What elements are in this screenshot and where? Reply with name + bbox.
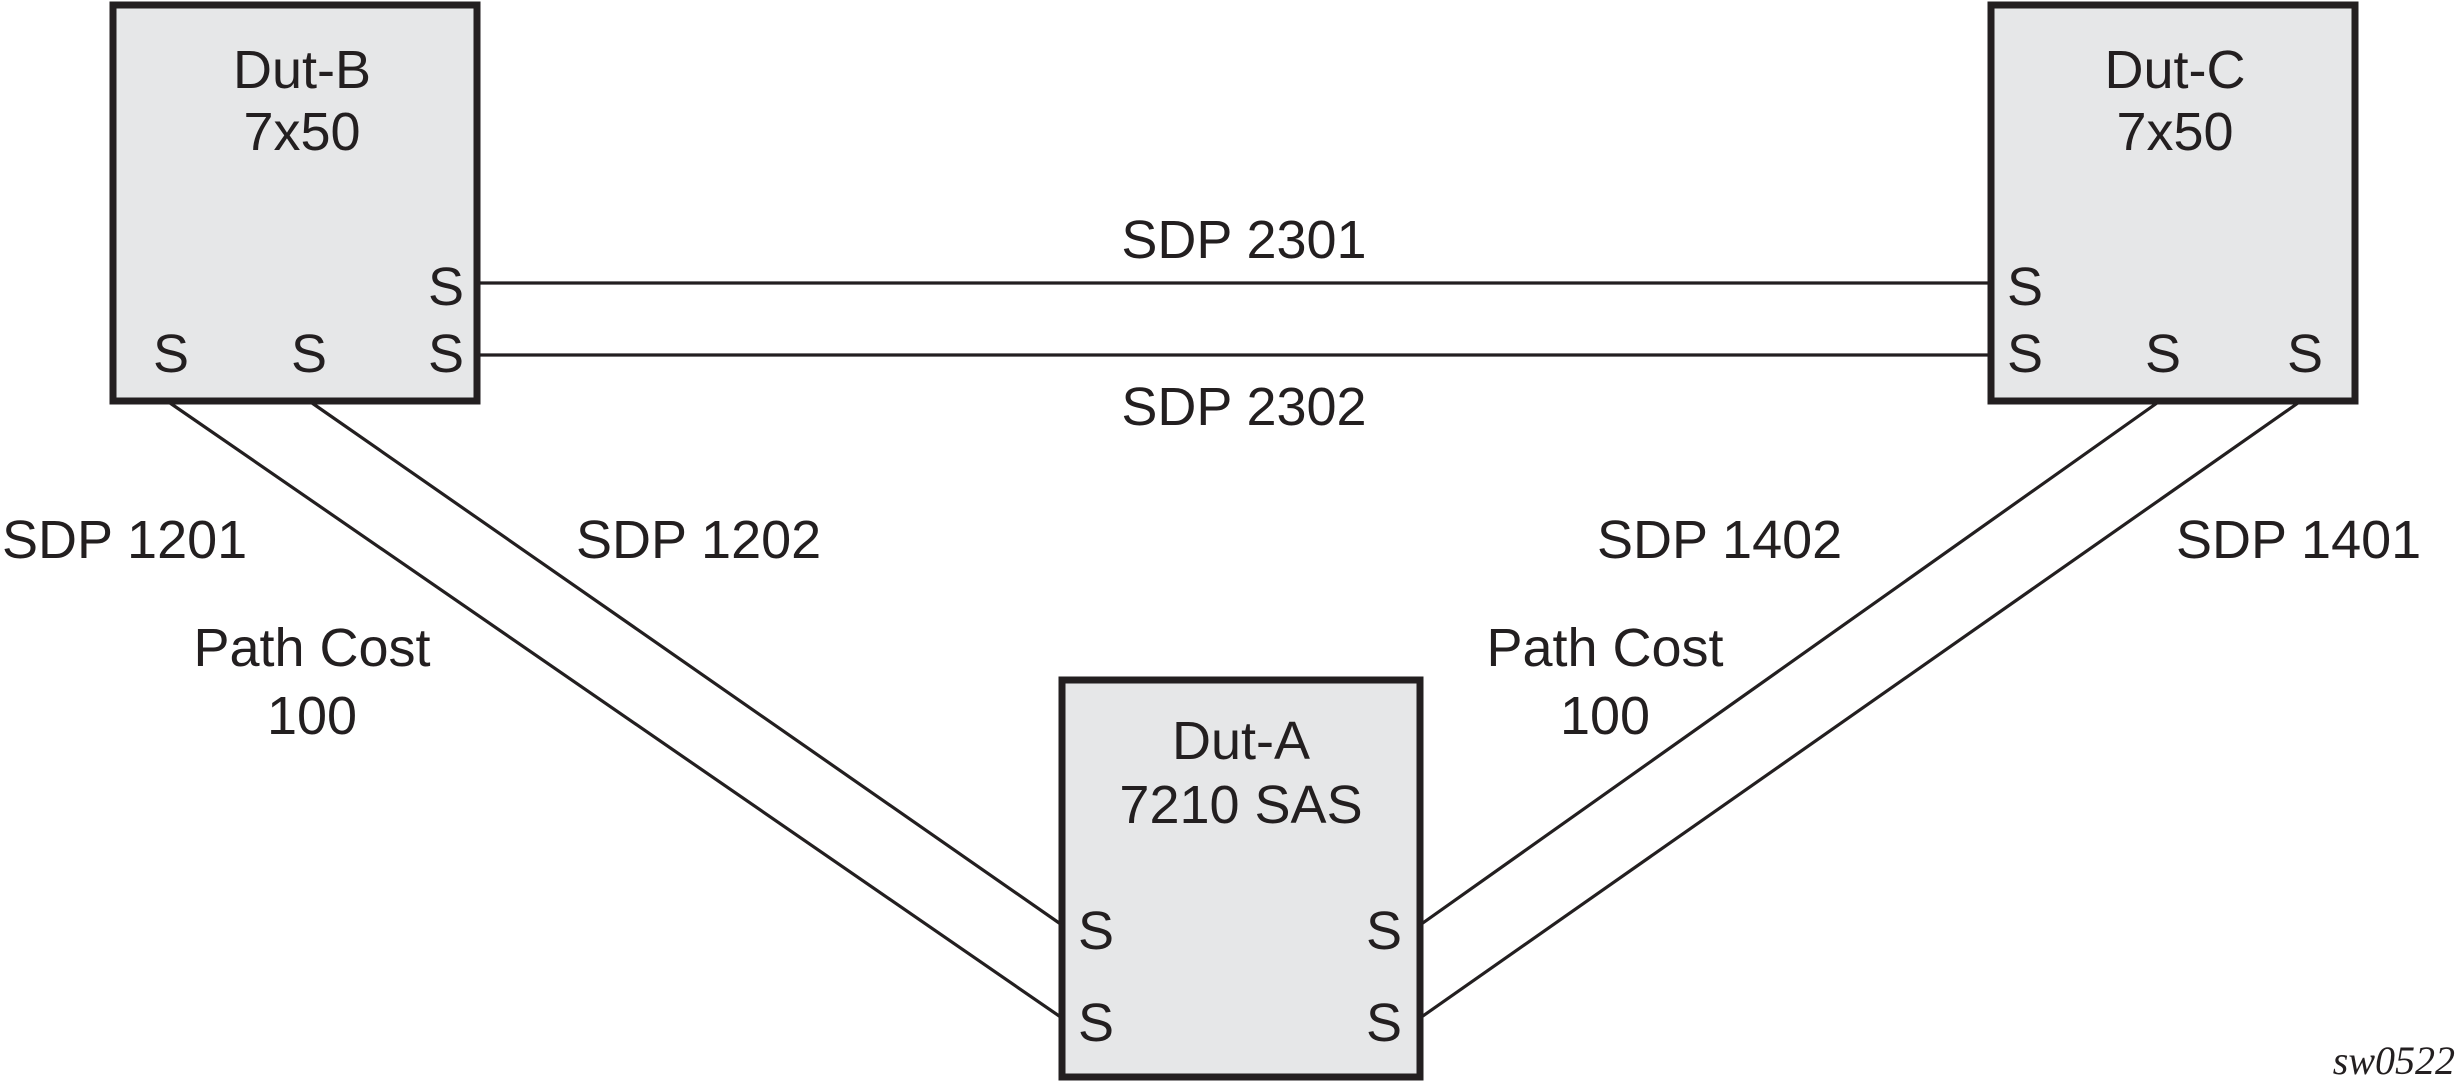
path-cost-right-value: 100 bbox=[1560, 686, 1650, 746]
label-sdp-2302: SDP 2302 bbox=[1121, 377, 1366, 437]
link-sdp-1202 bbox=[311, 401, 1063, 927]
link-sdp-1401 bbox=[1419, 401, 2299, 1020]
path-cost-left-value: 100 bbox=[267, 686, 357, 746]
label-sdp-1202: SDP 1202 bbox=[576, 510, 821, 570]
port-s: S bbox=[1078, 901, 1114, 961]
label-sdp-2301: SDP 2301 bbox=[1121, 210, 1366, 270]
port-s: S bbox=[2007, 257, 2043, 317]
label-sdp-1401: SDP 1401 bbox=[2176, 510, 2421, 570]
port-s: S bbox=[2007, 324, 2043, 384]
path-cost-left-label: Path Cost bbox=[193, 618, 430, 678]
node-dut-c: Dut-C 7x50 S S S S bbox=[1987, 1, 2359, 405]
port-s: S bbox=[153, 324, 189, 384]
port-s: S bbox=[1366, 901, 1402, 961]
port-s: S bbox=[1078, 993, 1114, 1053]
figure-id: sw0522 bbox=[2333, 1038, 2455, 1083]
link-sdp-1201 bbox=[169, 401, 1063, 1020]
node-dut-c-model: 7x50 bbox=[2116, 102, 2233, 162]
node-dut-a-model: 7210 SAS bbox=[1119, 775, 1362, 835]
node-dut-b-name: Dut-B bbox=[233, 40, 371, 100]
label-sdp-1201: SDP 1201 bbox=[2, 510, 247, 570]
port-s: S bbox=[291, 324, 327, 384]
link-sdp-1402 bbox=[1419, 401, 2158, 927]
node-dut-a-name: Dut-A bbox=[1172, 711, 1310, 771]
node-dut-c-name: Dut-C bbox=[2104, 40, 2245, 100]
node-dut-b-model: 7x50 bbox=[243, 102, 360, 162]
path-cost-right-label: Path Cost bbox=[1486, 618, 1723, 678]
port-s: S bbox=[2145, 324, 2181, 384]
label-sdp-1402: SDP 1402 bbox=[1597, 510, 1842, 570]
node-dut-a-box bbox=[1058, 676, 1424, 1081]
node-dut-b: Dut-B 7x50 S S S S bbox=[109, 1, 481, 405]
port-s: S bbox=[428, 257, 464, 317]
node-dut-c-box bbox=[1987, 1, 2359, 405]
port-s: S bbox=[428, 324, 464, 384]
port-s: S bbox=[2287, 324, 2323, 384]
port-s: S bbox=[1366, 993, 1402, 1053]
node-dut-a: Dut-A 7210 SAS S S S S bbox=[1058, 676, 1424, 1081]
node-dut-b-box bbox=[109, 1, 481, 405]
